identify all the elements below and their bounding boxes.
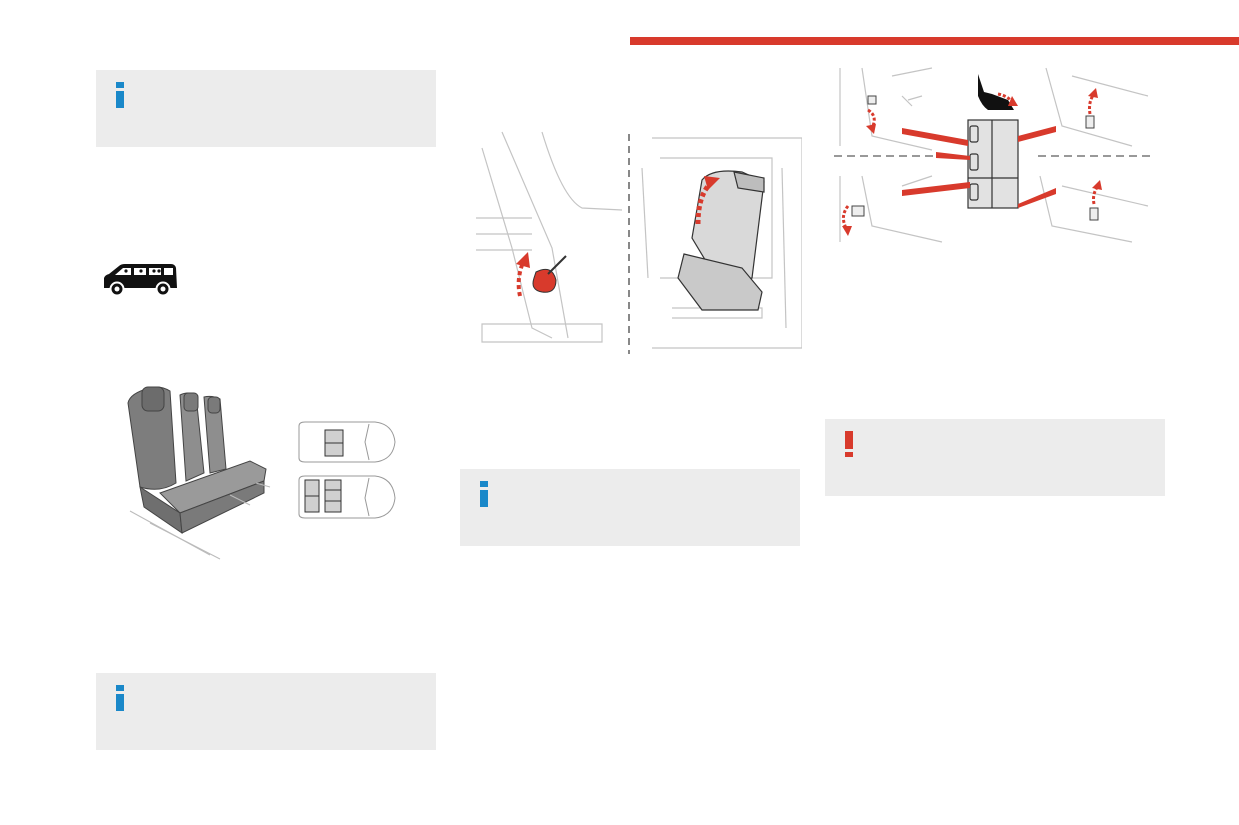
seat-layout-top-view (295, 418, 401, 522)
header-accent-bar (630, 37, 1239, 45)
info-box-1 (96, 70, 436, 147)
seat-tilt-procedure-illustration (472, 128, 802, 358)
info-box-2 (96, 673, 436, 750)
info-icon (116, 82, 124, 108)
warning-box (825, 419, 1165, 496)
info-icon (116, 685, 124, 711)
seat-anchor-details-illustration (832, 66, 1152, 246)
rear-bench-seat-illustration (120, 383, 280, 561)
warning-exclamation-icon (845, 431, 853, 457)
van-icon (101, 262, 179, 298)
info-box-3 (460, 469, 800, 546)
info-icon (480, 481, 488, 507)
